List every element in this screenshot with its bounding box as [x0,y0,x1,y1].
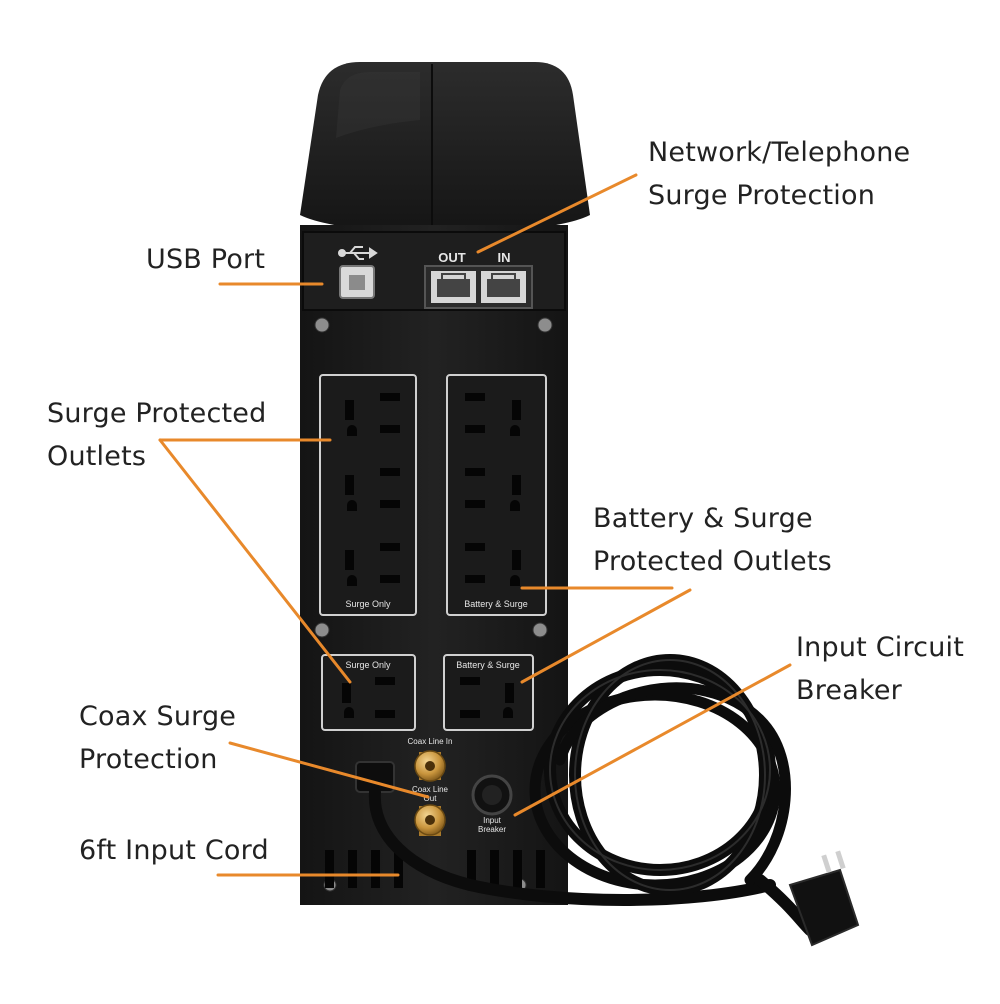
callout-cord-line1: 6ft Input Cord [79,835,269,866]
coax-line-out-label-2: Out [424,794,438,803]
callout-battery-line1: Battery & Surge [593,503,813,534]
coax-line-in-label: Coax Line In [408,737,453,746]
callout-network-telephone: Network/Telephone Surge Protection [648,131,910,217]
panel-surge-only-label: Surge Only [345,599,391,609]
small-outlets [342,677,514,718]
callout-coax-line2: Protection [79,744,218,775]
panel-battery-surge-label: Battery & Surge [464,599,528,609]
callout-input-breaker: Input Circuit Breaker [796,626,964,712]
port-in-label: IN [498,250,511,265]
callout-usb-port: USB Port [146,238,265,281]
callout-battery-line2: Protected Outlets [593,546,832,577]
small-battery-surge-label: Battery & Surge [456,660,520,670]
callout-breaker-line2: Breaker [796,675,902,706]
callout-network-line1: Network/Telephone [648,137,911,168]
callout-surge-line2: Outlets [47,441,147,472]
callout-breaker-line1: Input Circuit [796,632,965,663]
callout-line-surge-outlets-diag [158,438,352,684]
battery-surge-outlets [465,393,521,586]
ethernet-in-port [481,271,526,303]
cord-highlights [549,659,771,891]
ups-top-cover [300,62,590,232]
coax-in-connector [414,750,446,782]
breaker-label: Input [483,816,502,825]
callout-battery-outlets: Battery & Surge Protected Outlets [593,497,832,583]
callout-surge-outlets: Surge Protected Outlets [47,392,266,478]
callout-coax-line1: Coax Surge [79,701,237,732]
callout-line-breaker [513,663,792,817]
power-plug [788,850,860,947]
coax-out-connector [414,804,446,836]
vent-slots [325,850,545,888]
top-cover-highlight [336,72,420,138]
callout-coax: Coax Surge Protection [79,695,236,781]
callout-input-cord: 6ft Input Cord [79,829,269,872]
surge-only-outlets [345,393,400,586]
callout-line-coax [228,741,430,799]
callout-lines [158,173,792,877]
callout-usb-line1: USB Port [146,244,266,275]
surge-only-panel [319,374,417,616]
callout-line-battery-diag [520,588,692,684]
coax-line-out-label: Coax Line [412,785,449,794]
callout-surge-line1: Surge Protected [47,398,267,429]
usb-port-inner [349,275,365,290]
callout-network-line2: Surge Protection [648,180,876,211]
callout-line-network [476,173,638,254]
port-out-label: OUT [438,250,466,265]
circuit-breaker-button [471,774,513,816]
battery-surge-panel [446,374,547,616]
ethernet-out-port [431,271,476,303]
usb-icon [338,246,378,260]
small-surge-only-label: Surge Only [345,660,391,670]
breaker-label-2: Breaker [478,825,506,834]
